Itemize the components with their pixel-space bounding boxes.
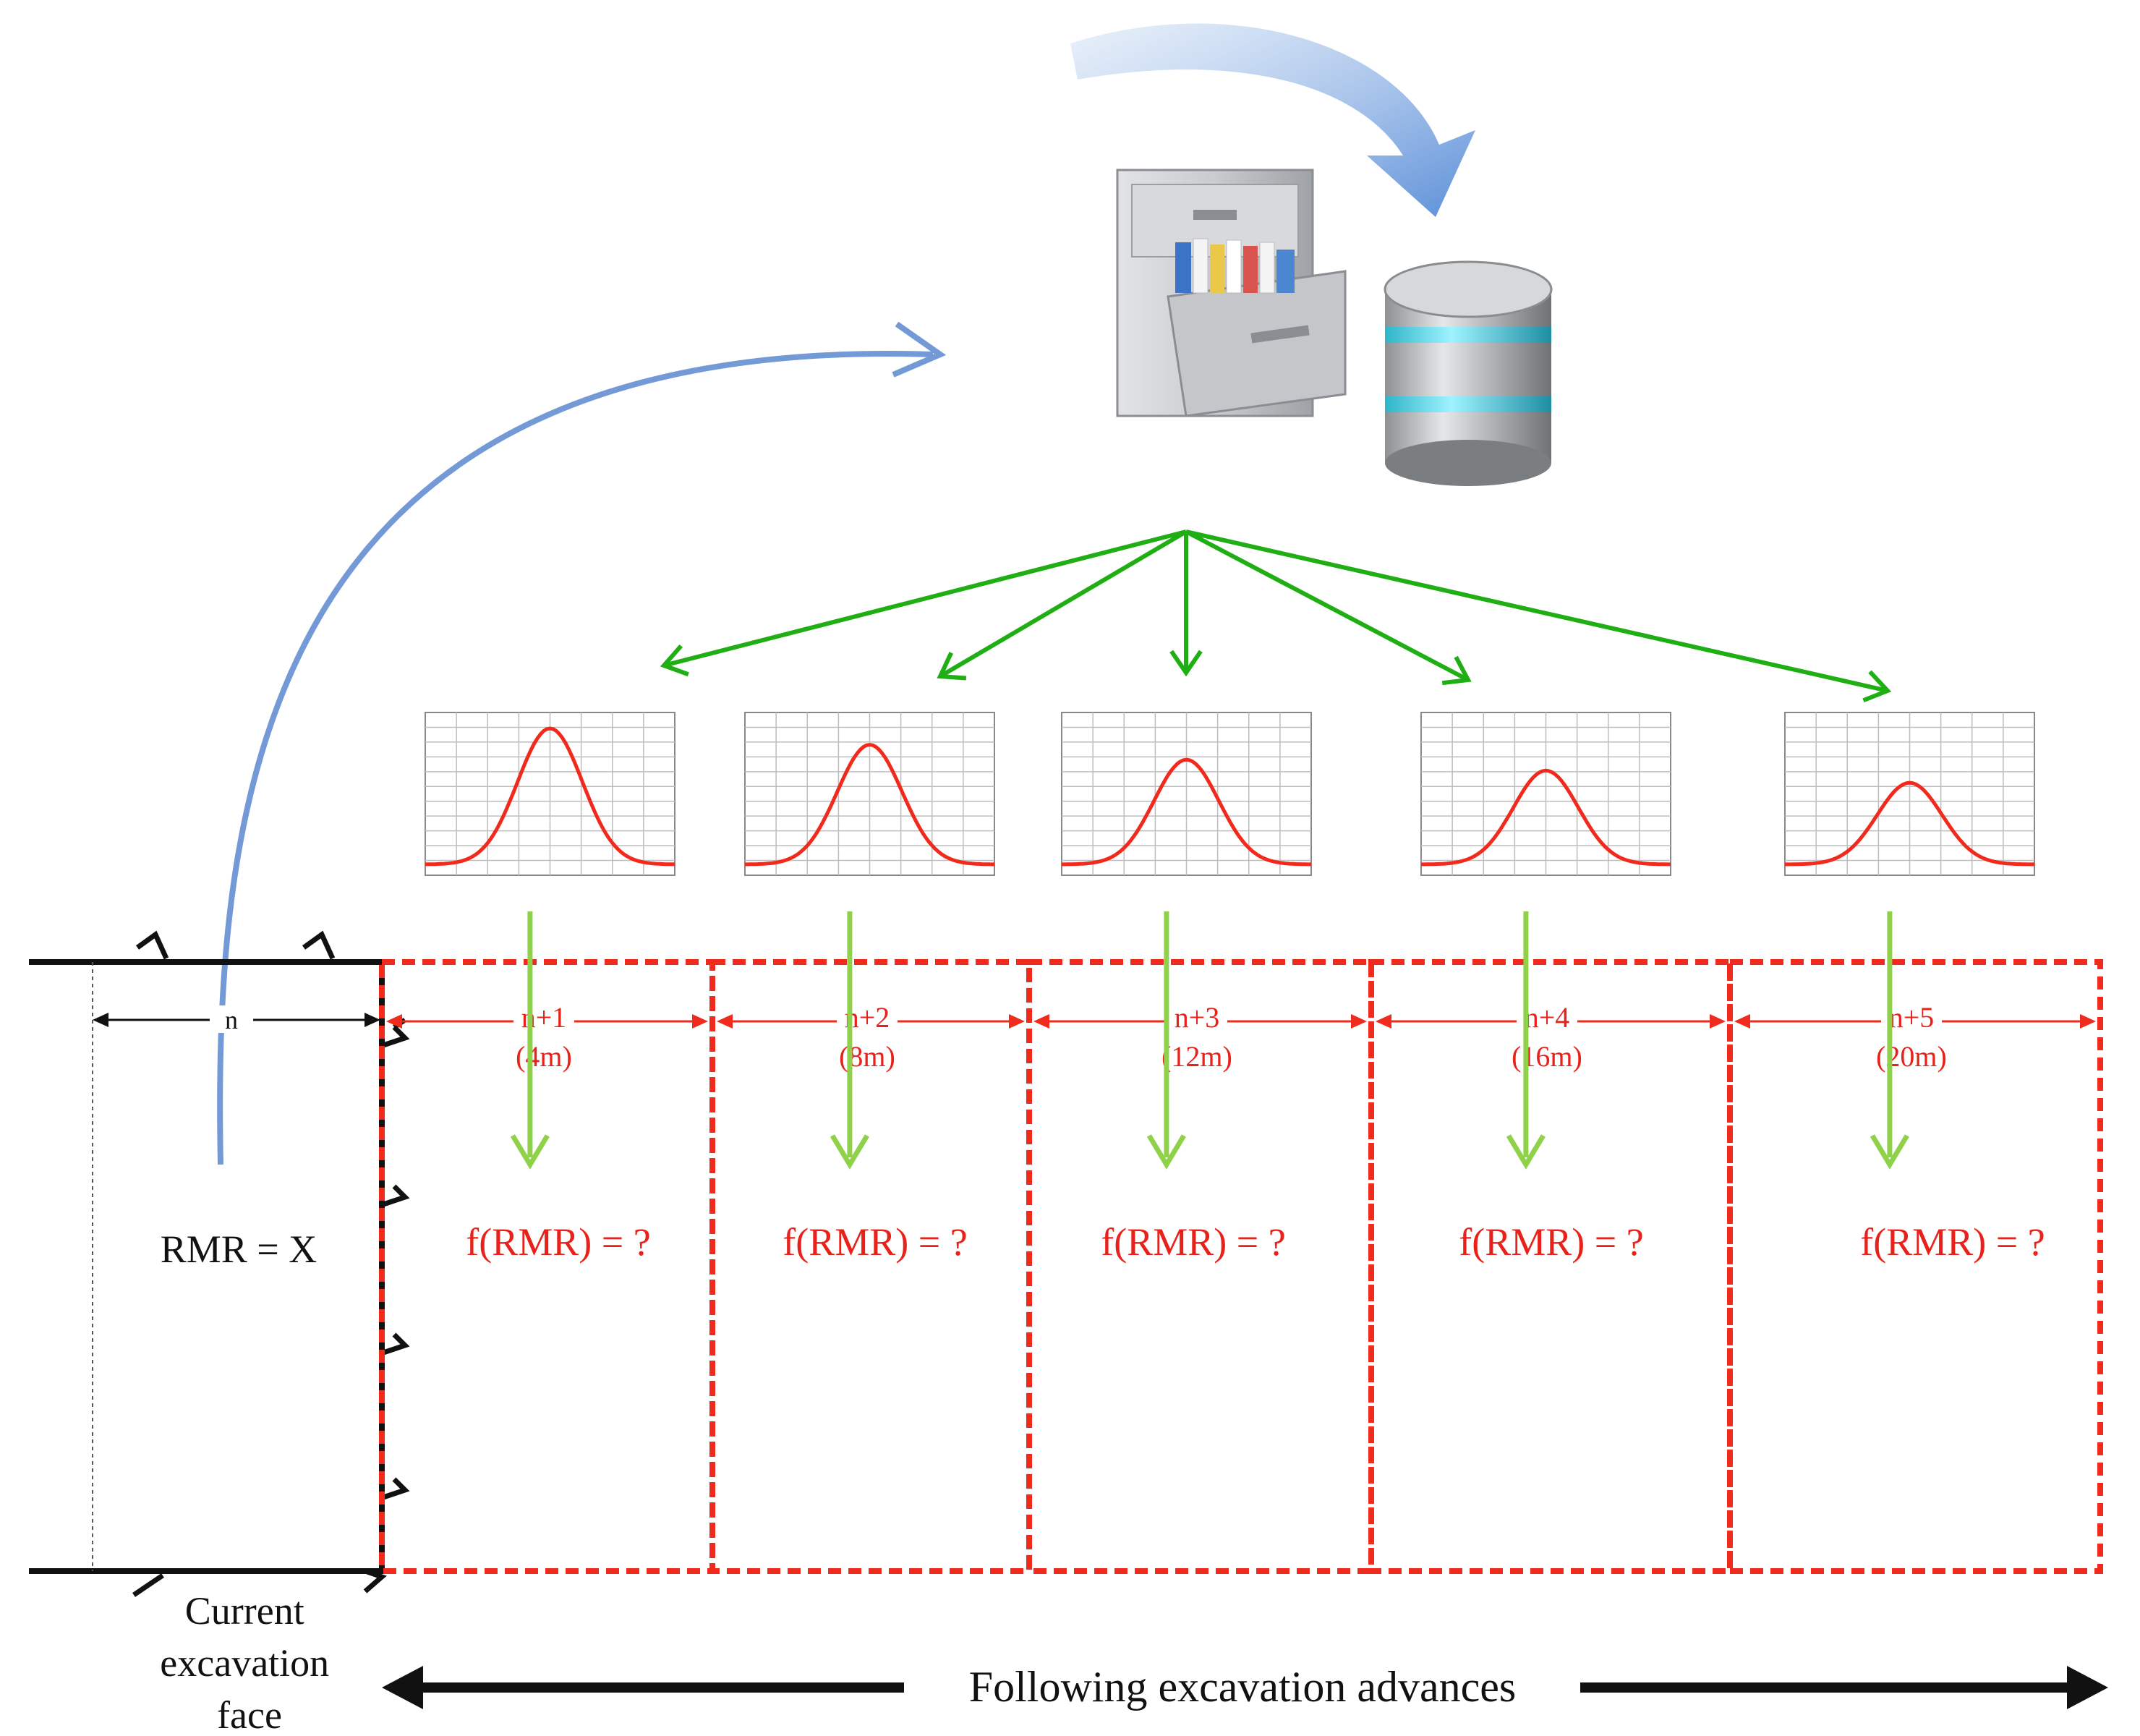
label-background [513,1000,574,1026]
distribution-arrow [1185,529,1470,682]
rmr-question: f(RMR) = ? [1860,1220,2045,1264]
distribution-curve [1421,768,1671,867]
following-advances-label: Following excavation advances [969,1663,1516,1711]
distribution-arrows [660,529,1892,703]
advance-distance: (20m) [1876,1040,1947,1073]
advance-distance: (4m) [516,1040,572,1073]
advance-box [1368,959,1733,1574]
distribution-arrowhead [1441,655,1472,686]
distribution-curve [745,743,994,867]
distribution-curve [1785,780,2034,867]
following-advances-arrow: Following excavation advances [382,1663,2108,1711]
prediction-arrowhead [510,1134,550,1170]
curved-transfer-arrow-icon [1070,23,1475,217]
distribution-curve [425,726,675,867]
dimension-arrowhead [1033,1014,1049,1029]
distribution-arrowhead [1862,670,1892,703]
advance-section: n+2(8m)f(RMR) = ? [709,911,1032,1574]
probability-chart [1061,712,1312,876]
advance-section: n+4 (16m) f(RMR) = ? [1368,911,1733,1574]
dimension-arrowhead [1734,1014,1750,1029]
face-caption: Current excavation face [160,1589,338,1736]
rmr-question: f(RMR) = ? [1101,1220,1285,1264]
distribution-arrow [1185,529,1888,693]
dimension-arrowhead [717,1014,733,1029]
prediction-arrowhead [830,1134,869,1170]
rmr-question: f(RMR) = ? [466,1220,650,1264]
face-caption-line: Current [185,1589,304,1633]
prediction-arrowhead [1506,1134,1546,1170]
advance-label: n+5 [1889,1001,1935,1034]
advance-section: n+3 (12m) f(RMR) = ? [1026,911,1374,1574]
label-background [1167,1000,1227,1026]
face-caption-line: face [217,1693,282,1736]
probability-chart [744,712,995,876]
advance-section: n+5 (20m) f(RMR) = ? [1727,911,2103,1574]
file-cabinet-icon [1116,169,1347,417]
database-icon [1384,260,1553,486]
probability-chart [425,712,675,876]
rmr-question: f(RMR) = ? [1459,1220,1643,1264]
distribution-arrow [939,529,1188,678]
label-background [837,1000,898,1026]
dimension-arrowhead [1376,1014,1391,1029]
advance-box [709,959,1032,1574]
dimension-arrowhead [2080,1014,2096,1029]
distribution-arrowhead [660,644,689,677]
dimension-arrowhead [386,1014,402,1029]
distribution-arrowhead [937,652,967,681]
advance-sections: n+1(4m)f(RMR) = ?n+2(8m)f(RMR) = ?n+3(12… [379,911,2103,1574]
rmr-question: f(RMR) = ? [783,1220,967,1264]
current-excavation-section: n RMR = X Current excavation face [29,930,410,1736]
advance-label: n+4 [1525,1001,1570,1034]
rmr-label: RMR = X [161,1227,317,1271]
advance-section: n+1(4m)f(RMR) = ? [379,911,715,1574]
probability-charts [425,712,2035,876]
prediction-arrowhead [1146,1134,1186,1170]
advance-distance: (12m) [1161,1040,1232,1073]
probability-chart [1784,712,2035,876]
advance-label: n+3 [1175,1001,1220,1034]
distribution-arrowhead [1169,650,1203,677]
distribution-curve [1062,757,1311,867]
dimension-arrowhead [1351,1014,1367,1029]
probability-chart [1420,712,1671,876]
dimension-arrowhead [692,1014,708,1029]
dimension-arrowhead [1710,1014,1726,1029]
advance-box [1026,959,1374,1574]
prediction-arrowhead [1870,1134,1909,1170]
section-width-label: n [225,1005,238,1034]
data-flow-arrow [217,321,947,1165]
advance-distance: (16m) [1512,1040,1582,1073]
face-caption-line: excavation [160,1641,329,1685]
dimension-arrowhead [1009,1014,1025,1029]
distribution-arrow [663,529,1187,668]
advance-box [1727,959,2103,1574]
